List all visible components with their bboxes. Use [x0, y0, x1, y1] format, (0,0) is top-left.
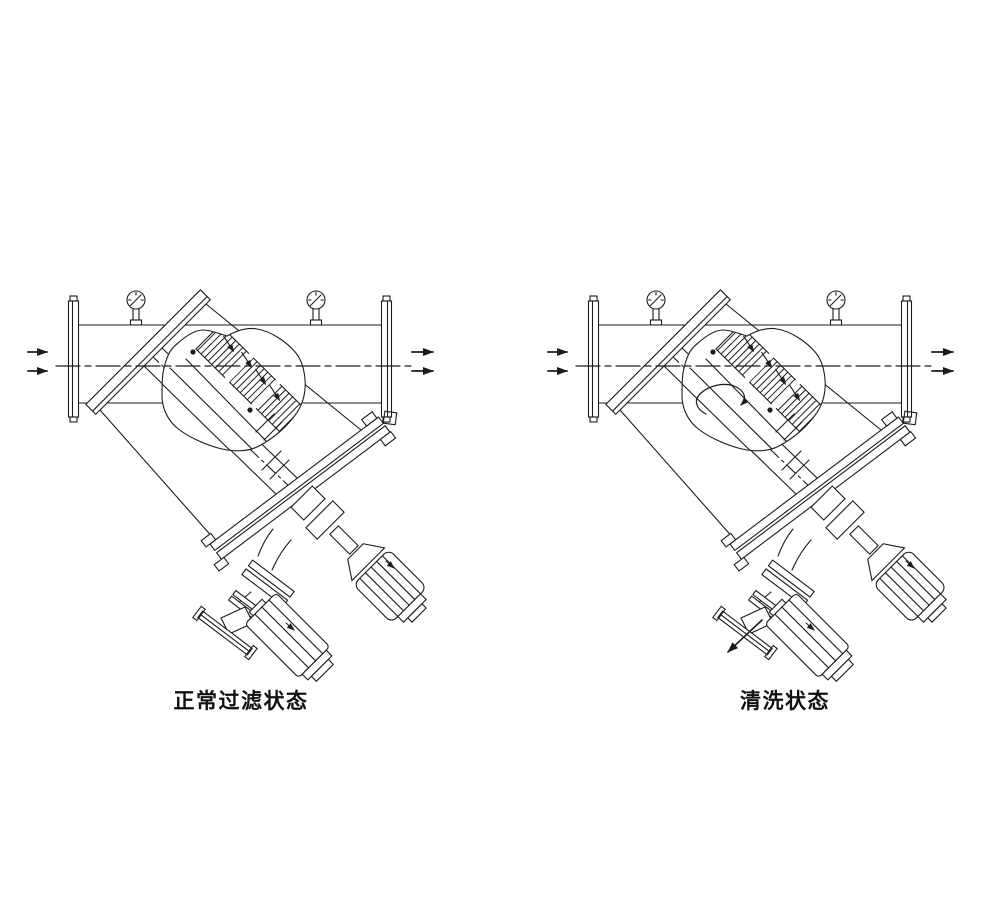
- caption-cleaning-state: 清洗状态: [740, 690, 830, 713]
- strainer-diagram-normal: [28, 290, 437, 689]
- caption-normal-filter-state: 正常过滤状态: [173, 690, 309, 713]
- rotation-arrow-icon: [695, 383, 749, 415]
- drain-discharge-arrow-icon: [727, 619, 763, 653]
